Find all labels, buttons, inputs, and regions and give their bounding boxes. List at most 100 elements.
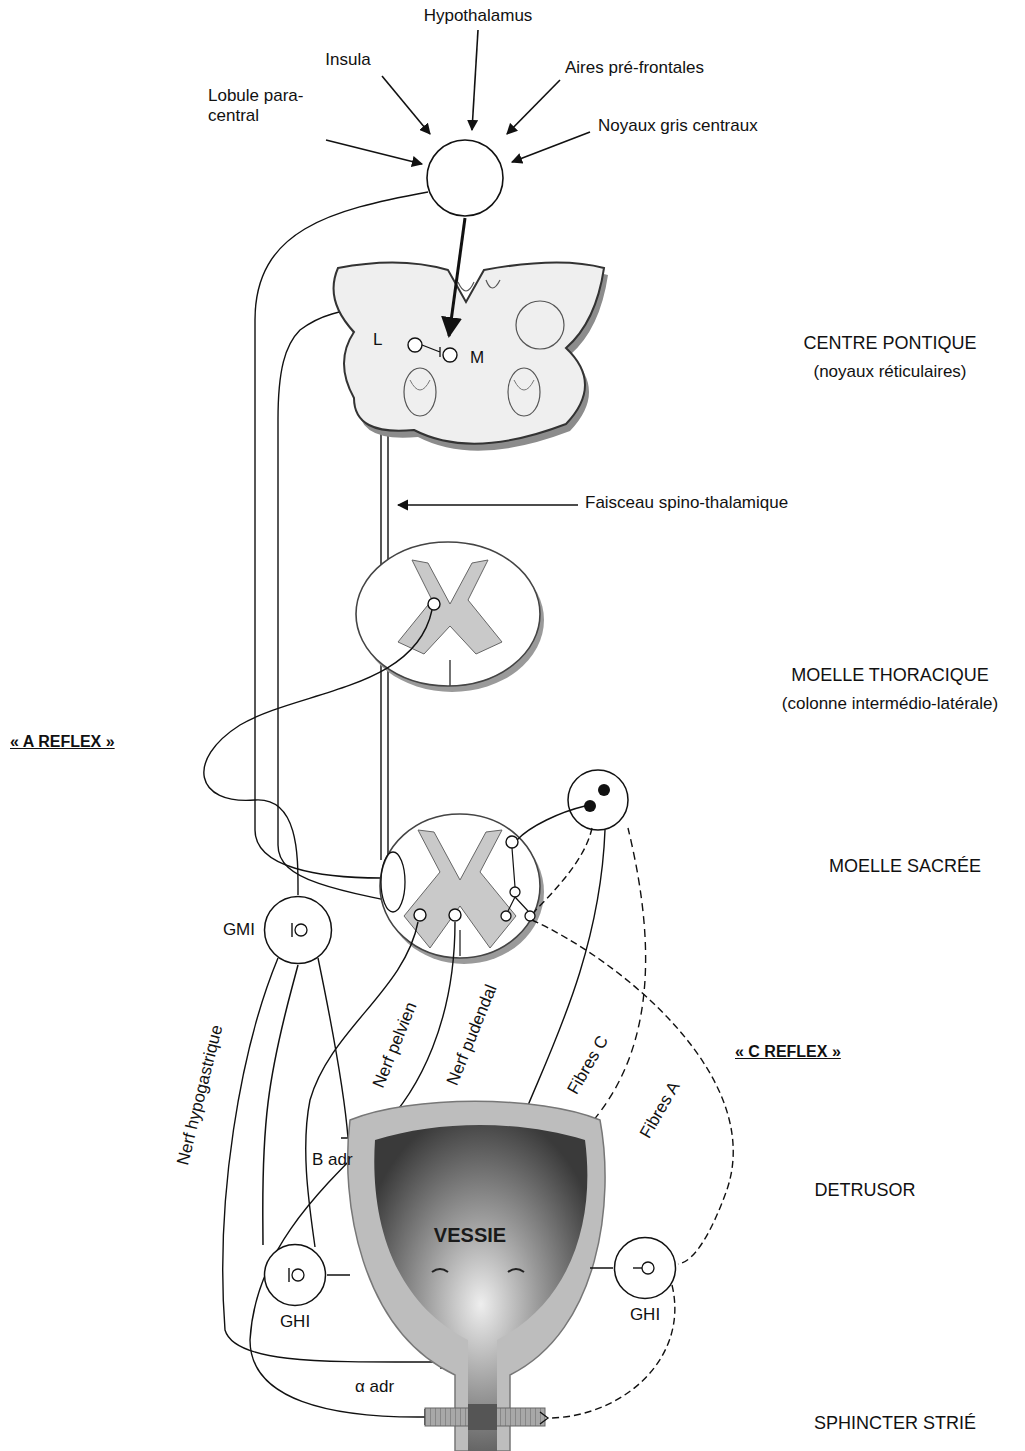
receptor-label: α adr — [355, 1377, 394, 1397]
fibre-label: Fibres A — [635, 1076, 685, 1143]
brain-area-label: Hypothalamus — [424, 6, 533, 26]
sacral-cord-section — [501, 911, 511, 921]
dorsal-root-ganglion — [568, 770, 628, 830]
ganglion-label: GHI — [280, 1312, 310, 1332]
ganglion-label: GHI — [630, 1305, 660, 1325]
pons-section — [508, 368, 540, 416]
nerve-connector — [263, 965, 298, 1245]
sympathetic-pathway — [318, 958, 348, 1138]
pons-section — [443, 348, 457, 362]
ganglion-circle: GMI — [263, 895, 333, 965]
ganglion-label: VESSIE — [434, 1224, 506, 1247]
sacral-cord-section — [380, 814, 544, 964]
nucleus-label: L — [373, 330, 382, 350]
sacral-cord-section — [510, 887, 520, 897]
dorsal-root-ganglion — [517, 770, 628, 912]
integration-center — [427, 140, 503, 216]
reflex-label: « C REFLEX » — [735, 1043, 841, 1061]
nerve-label: Nerf hypogastrique — [173, 1021, 228, 1169]
sacral-cord-section — [506, 836, 518, 848]
cortical-input-arrow — [512, 132, 590, 162]
pons-section — [404, 368, 436, 416]
pons-section — [334, 218, 608, 451]
sacral-cord-section — [381, 852, 405, 912]
dorsal-root-ganglion — [517, 806, 585, 840]
tract-label: Faisceau spino-thalamique — [585, 493, 788, 513]
nerve-connector — [590, 1267, 613, 1269]
pons-section — [334, 262, 604, 443]
nucleus-label: M — [470, 348, 484, 368]
pons-section — [458, 280, 500, 291]
bladder — [374, 1125, 587, 1451]
synapse-mark — [633, 1267, 642, 1268]
ganglion-label: GMI — [223, 920, 255, 940]
afferent-fibre — [585, 828, 646, 1130]
neuron-body — [642, 1262, 654, 1274]
pons-section — [449, 218, 465, 336]
reflex-label: « A REFLEX » — [10, 733, 115, 751]
ganglion-outline — [613, 1236, 677, 1300]
bladder — [432, 1269, 524, 1272]
integration-center — [427, 140, 503, 216]
striated-sphincter — [425, 1404, 548, 1430]
level-label: MOELLE THORACIQUE — [791, 665, 989, 686]
thoracic-cord-section — [398, 560, 502, 654]
level-label: DETRUSOR — [814, 1180, 915, 1201]
sacral-cord-section — [449, 909, 461, 921]
pons-section — [422, 345, 440, 357]
dorsal-root-ganglion — [598, 784, 610, 796]
level-sublabel: (noyaux réticulaires) — [813, 362, 966, 382]
pons-section — [410, 380, 534, 390]
synapse-mark — [288, 1268, 289, 1282]
neuron-body — [292, 1269, 304, 1281]
brain-area-label: Lobule para-central — [208, 86, 320, 125]
sacral-cord-section — [380, 814, 540, 958]
bladder — [348, 1101, 605, 1451]
ganglion-outline — [263, 895, 333, 965]
cortical-input-arrow — [507, 80, 560, 134]
bladder-region: VESSIE — [350, 1110, 590, 1360]
ganglion-circle: GHI — [263, 1243, 327, 1307]
cortical-input-arrow — [326, 140, 422, 164]
pons-section — [408, 338, 422, 352]
ganglion-outline — [615, 1238, 676, 1299]
dorsal-root-ganglion — [534, 828, 592, 912]
afferent-fibre — [520, 830, 605, 1125]
bladder — [348, 1101, 605, 1451]
sacral-cord-section — [459, 930, 461, 956]
sacral-cord-section — [508, 848, 528, 911]
sacral-cord-section — [414, 909, 426, 921]
striated-sphincter — [468, 1404, 497, 1430]
spino-thalamic-pointer — [398, 504, 578, 506]
level-label: MOELLE SACRÉE — [829, 856, 981, 877]
synapse-mark — [291, 923, 292, 937]
nerve-label: Nerf pelvien — [368, 997, 422, 1092]
nerve-label: Nerf pudendal — [442, 980, 502, 1090]
ganglion-outline — [265, 897, 332, 964]
ganglion-circle: GHI — [613, 1236, 677, 1300]
fibre-label: Fibres C — [562, 1031, 613, 1100]
ganglion-outline — [265, 1245, 326, 1306]
level-label: CENTRE PONTIQUE — [803, 333, 976, 354]
ganglion-outline — [263, 1243, 327, 1307]
thoracic-cord-section — [356, 542, 540, 686]
thoracic-cord-section — [449, 660, 451, 686]
pons-section — [516, 301, 564, 349]
dorsal-root-ganglion — [584, 800, 596, 812]
receptor-label: B adr — [312, 1150, 353, 1170]
cortical-input-arrow — [382, 76, 430, 134]
neuron-body — [295, 924, 307, 936]
level-label: SPHINCTER STRIÉ — [814, 1413, 976, 1434]
thoracic-cord-section — [428, 598, 440, 610]
brain-area-label: Aires pré-frontales — [565, 58, 704, 78]
sacral-cord-section — [525, 911, 535, 921]
brain-area-label: Noyaux gris centraux — [598, 116, 758, 136]
striated-sphincter — [540, 1412, 548, 1424]
nerve-connector — [327, 1274, 350, 1276]
level-sublabel: (colonne intermédio-latérale) — [782, 694, 998, 714]
brain-area-label: Insula — [325, 50, 370, 70]
cortical-input-arrow — [472, 30, 478, 130]
spino-thalamic-pointer — [398, 504, 578, 506]
